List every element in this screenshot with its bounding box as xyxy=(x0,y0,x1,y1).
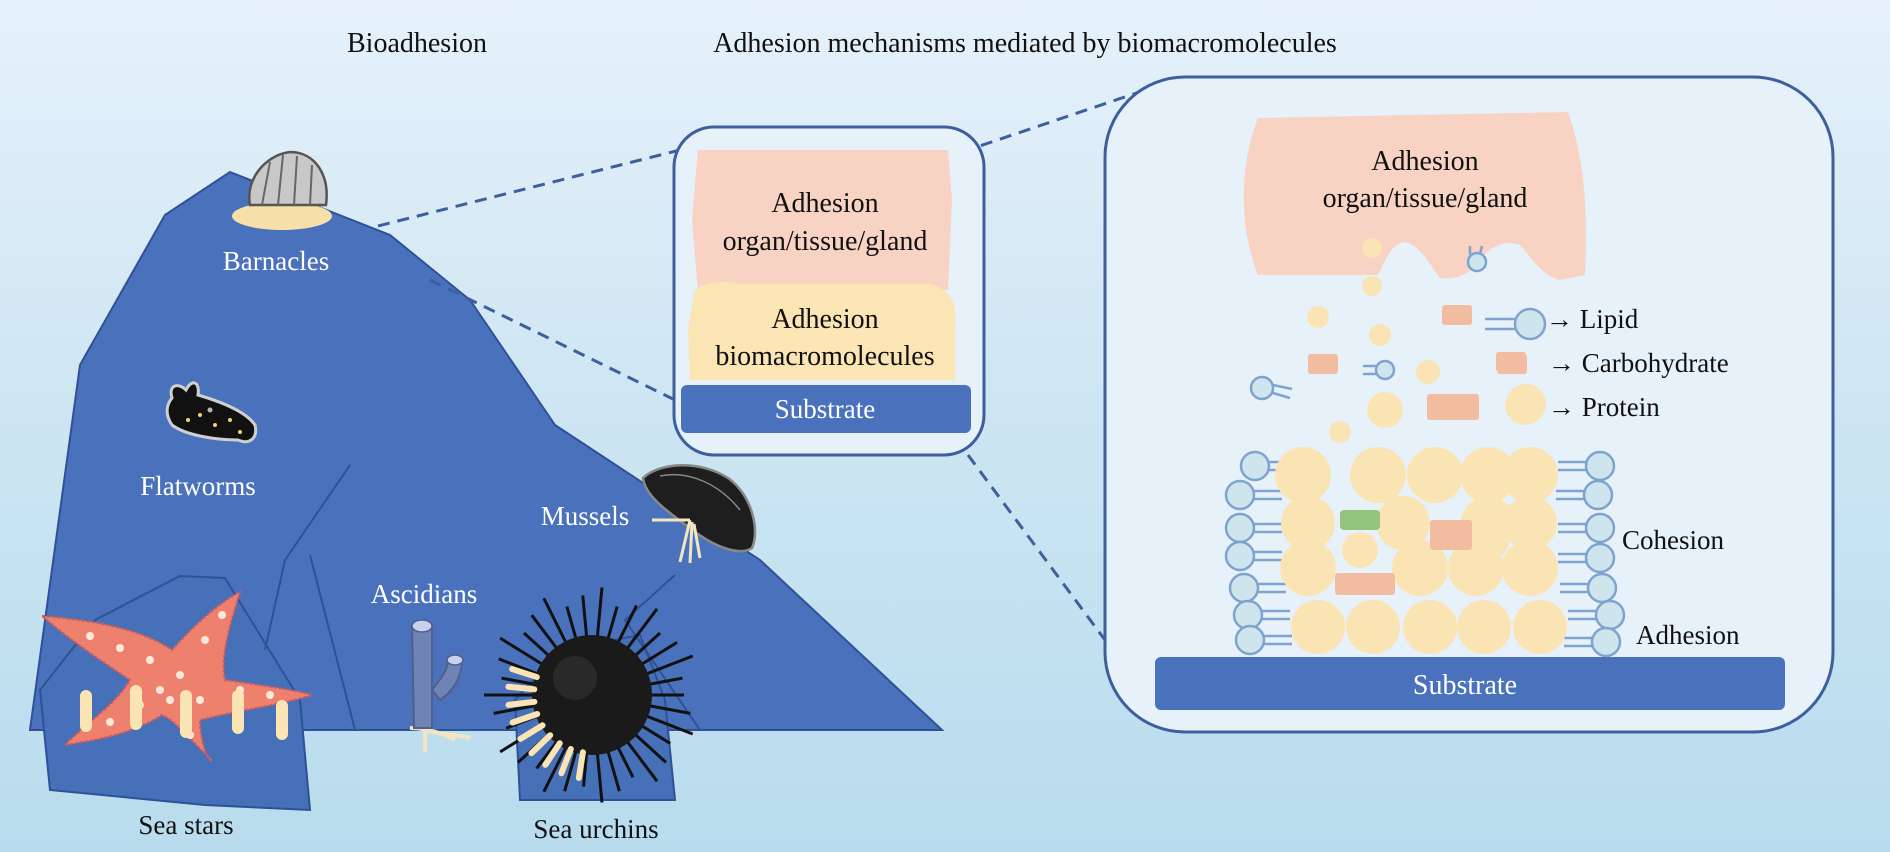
protein-aggregate xyxy=(1275,447,1567,654)
protein-molecule xyxy=(1503,496,1557,550)
middle-bio-label-2: biomacromolecules xyxy=(715,341,934,372)
rock-crack xyxy=(623,574,701,731)
lipid-head xyxy=(1586,572,1618,604)
protein-molecule xyxy=(1280,540,1336,596)
barnacle-shell xyxy=(247,150,328,207)
lipid-head xyxy=(1234,624,1266,656)
protein-molecule xyxy=(1465,518,1509,562)
ascidian-base xyxy=(409,726,472,752)
urchin-tube-foot xyxy=(509,711,541,726)
secreted-lipids xyxy=(1249,245,1488,401)
lipid-head xyxy=(1594,599,1626,631)
lipid-head xyxy=(1590,626,1622,658)
legend-protein: → Protein xyxy=(1548,392,1660,422)
sea-star-tube-feet xyxy=(80,685,288,740)
legend-lipid-icon xyxy=(1485,307,1547,341)
label-adhesion: Adhesion xyxy=(1636,620,1740,650)
legend-carbohydrate: → Carbohydrate xyxy=(1548,348,1729,378)
protein-molecule xyxy=(1407,447,1463,503)
flatworm-body xyxy=(165,381,258,444)
lipid-head xyxy=(1582,479,1614,511)
barnacle xyxy=(232,150,332,230)
middle-bio-label-1: Adhesion xyxy=(771,304,878,335)
legend-protein-icon xyxy=(1505,385,1545,425)
title-bioadhesion: Bioadhesion xyxy=(347,28,487,59)
mussel-byssus xyxy=(652,518,702,564)
ascidian-body xyxy=(410,620,433,729)
protein-molecule xyxy=(1513,600,1567,654)
middle-biomolecules xyxy=(688,282,956,380)
legend-carbohydrate-icon xyxy=(1496,352,1526,372)
protein-molecule xyxy=(1460,447,1516,503)
rock-crack xyxy=(309,554,356,731)
label-barnacles: Barnacles xyxy=(223,246,329,276)
legend-lipid: → Lipid xyxy=(1546,304,1639,334)
right-substrate xyxy=(1155,657,1785,710)
lipid-head xyxy=(1224,512,1256,544)
flatworm xyxy=(165,381,258,444)
sea-urchin-tube-feet xyxy=(505,666,586,781)
protein-molecule xyxy=(1281,496,1335,550)
aggregate-carbohydrate xyxy=(1335,573,1395,595)
protein-molecule xyxy=(1457,600,1511,654)
middle-substrate-label: Substrate xyxy=(775,394,876,424)
middle-organ-label-1: Adhesion xyxy=(771,188,878,219)
protein-molecule xyxy=(1275,447,1331,503)
protein-molecule xyxy=(1502,540,1558,596)
urchin-tube-foot xyxy=(505,698,538,708)
lipid-head xyxy=(1224,540,1256,572)
legend: → Lipid → Carbohydrate → Protein xyxy=(1485,304,1729,425)
protein-molecule xyxy=(1346,600,1400,654)
protein-molecule xyxy=(1350,447,1406,503)
protein-molecule xyxy=(1502,447,1558,503)
aggregate-green-molecule xyxy=(1340,510,1380,530)
protein-molecule xyxy=(1392,540,1448,596)
middle-organ-label-2: organ/tissue/gland xyxy=(723,226,928,257)
lipid-head xyxy=(1584,512,1616,544)
protein-molecule xyxy=(1342,532,1378,568)
sea-star xyxy=(39,590,316,762)
label-cohesion: Cohesion xyxy=(1622,525,1725,555)
protein-molecule xyxy=(1291,600,1345,654)
lipid-layer xyxy=(1224,450,1626,658)
right-organ-label-1: Adhesion xyxy=(1371,146,1478,177)
urchin-tube-foot xyxy=(528,732,554,757)
right-organ-label-2: organ/tissue/gland xyxy=(1323,183,1528,214)
mussel xyxy=(641,464,757,564)
urchin-tube-foot xyxy=(517,722,546,742)
aggregate-carbohydrate xyxy=(1430,520,1472,550)
middle-substrate xyxy=(681,385,971,433)
lipid-head xyxy=(1584,450,1616,482)
rock-main xyxy=(28,170,945,731)
barnacle-cement xyxy=(232,202,332,230)
urchin-tube-foot xyxy=(542,740,563,768)
label-ascidians: Ascidians xyxy=(371,579,477,609)
protein-molecule xyxy=(1403,600,1457,654)
mussel-shell xyxy=(641,464,757,553)
middle-panel: Adhesion organ/tissue/gland Adhesion bio… xyxy=(672,125,986,457)
rock-crack xyxy=(264,464,351,651)
protein-molecule xyxy=(1376,496,1430,550)
sea-urchin xyxy=(484,587,694,803)
urchin-tube-foot xyxy=(575,749,586,781)
lipid-head xyxy=(1239,450,1271,482)
lipid-head xyxy=(1224,479,1256,511)
right-panel: Adhesion organ/tissue/gland xyxy=(1103,75,1835,734)
lipid-head xyxy=(1228,572,1260,604)
label-mussels: Mussels xyxy=(541,501,630,531)
lipid-head xyxy=(1232,599,1264,631)
label-flatworms: Flatworms xyxy=(140,471,256,501)
urchin-tube-foot xyxy=(505,683,538,693)
label-sea-urchins: Sea urchins xyxy=(533,814,658,844)
middle-organ xyxy=(692,150,952,292)
lipid-head xyxy=(1584,542,1616,574)
label-sea-stars: Sea stars xyxy=(138,810,233,840)
urchin-tube-foot xyxy=(558,746,574,777)
title-adhesion-mechanisms: Adhesion mechanisms mediated by biomacro… xyxy=(713,28,1337,59)
urchin-tube-foot xyxy=(509,666,540,681)
ascidian xyxy=(409,619,472,752)
right-substrate-label: Substrate xyxy=(1413,670,1517,701)
right-organ xyxy=(1243,112,1587,280)
